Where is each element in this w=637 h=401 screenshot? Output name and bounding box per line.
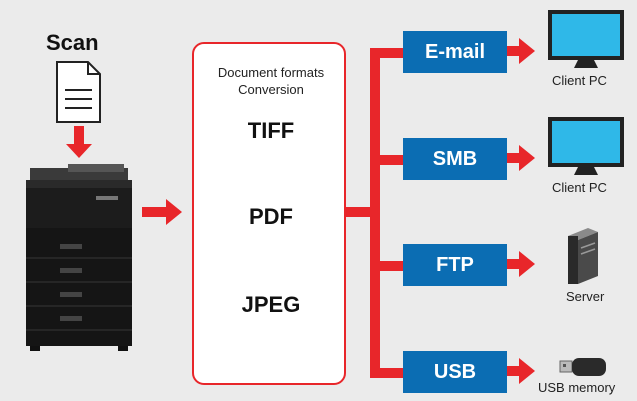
conversion-box: Document formats Conversion TIFF PDF JPE… [192,42,346,385]
document-icon [56,61,101,123]
client-pc-label: Client PC [552,73,607,88]
format-tiff-label: TIFF [247,118,295,143]
usb-button[interactable]: USB [403,351,507,393]
usb-drive-icon [559,358,606,376]
usb-memory-label: USB memory [538,380,616,395]
destination-arrows [507,38,535,384]
scan-label: Scan [46,30,99,55]
multifunction-printer-icon [26,164,132,351]
format-jpeg-label: JPEG [241,292,301,317]
client-pc-label: Client PC [552,180,607,195]
server-icon [568,228,598,284]
device-to-conversion-arrow [142,199,182,225]
tif-tag: tif [255,168,263,178]
pdf-tag: pdf [252,258,266,268]
monitor-icon [548,10,624,68]
ftp-button[interactable]: FTP [403,244,507,286]
conversion-title-line1: Document formats [217,65,325,80]
email-button[interactable]: E-mail [403,31,507,73]
format-pdf-label: PDF [249,204,293,229]
conversion-title-line2: Conversion [238,82,304,97]
server-label: Server [566,289,605,304]
scan-arrow [66,126,92,158]
distribution-lines [346,48,404,378]
smb-button[interactable]: SMB [403,138,507,180]
monitor-icon [548,117,624,175]
